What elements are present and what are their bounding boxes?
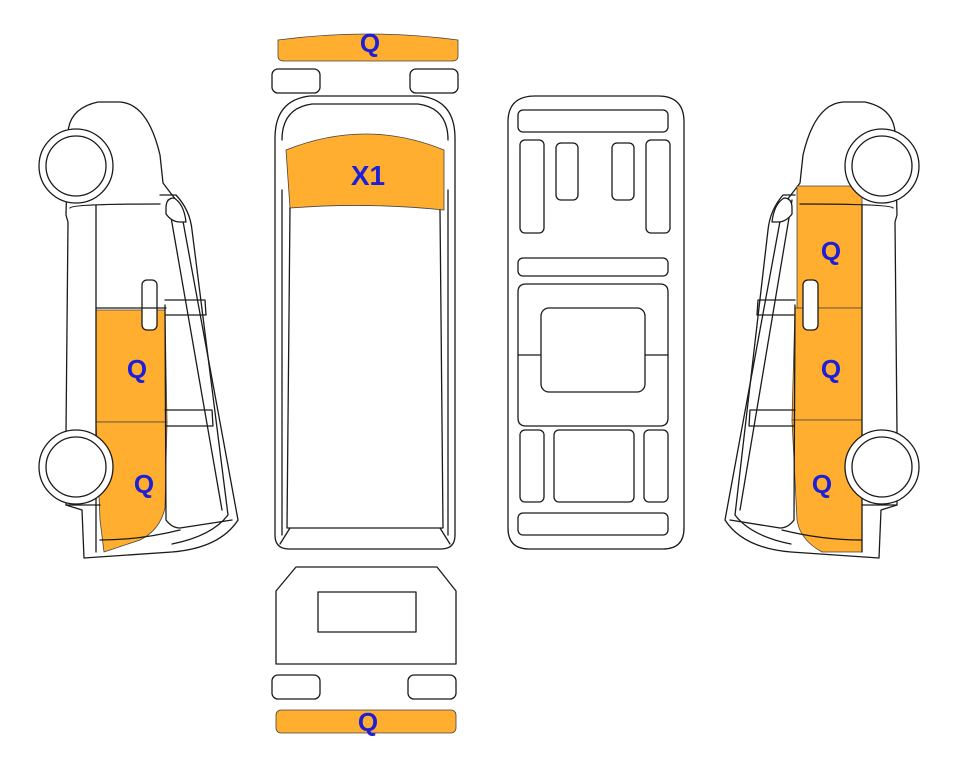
rear-view (271, 566, 457, 734)
right-upper-label: Q (821, 236, 841, 266)
front-view (271, 33, 459, 94)
windshield-panel[interactable] (285, 133, 445, 211)
right-middle-door-label: Q (821, 354, 841, 384)
front-left-headlight (271, 68, 321, 94)
top-body-outline (274, 95, 456, 550)
right-lower-panel[interactable] (791, 419, 863, 553)
left-side-view (38, 101, 239, 559)
left-rocker-label: Q (134, 469, 154, 499)
right-side-view (724, 101, 920, 559)
damage-labels: Q X1 Q Q Q Q Q Q (127, 28, 841, 737)
left-rear-wheel (38, 429, 114, 505)
rear-window (317, 591, 417, 633)
right-rear-wheel (844, 429, 920, 505)
front-bumper-panel[interactable] (277, 33, 459, 62)
rear-bumper-label: Q (358, 707, 378, 737)
left-front-wheel (38, 128, 114, 204)
rear-left-taillight (271, 674, 321, 700)
underbody-view (507, 95, 685, 550)
rear-bumper-panel[interactable] (275, 709, 457, 734)
rear-right-taillight (407, 674, 457, 700)
right-lower-label: Q (812, 469, 832, 499)
front-bumper-label: Q (360, 28, 380, 58)
right-front-wheel (844, 128, 920, 204)
left-front-door-label: Q (127, 354, 147, 384)
windshield-label: X1 (351, 160, 385, 191)
left-rocker-panel[interactable] (95, 421, 168, 553)
top-view (274, 95, 456, 550)
front-right-headlight (409, 68, 459, 94)
